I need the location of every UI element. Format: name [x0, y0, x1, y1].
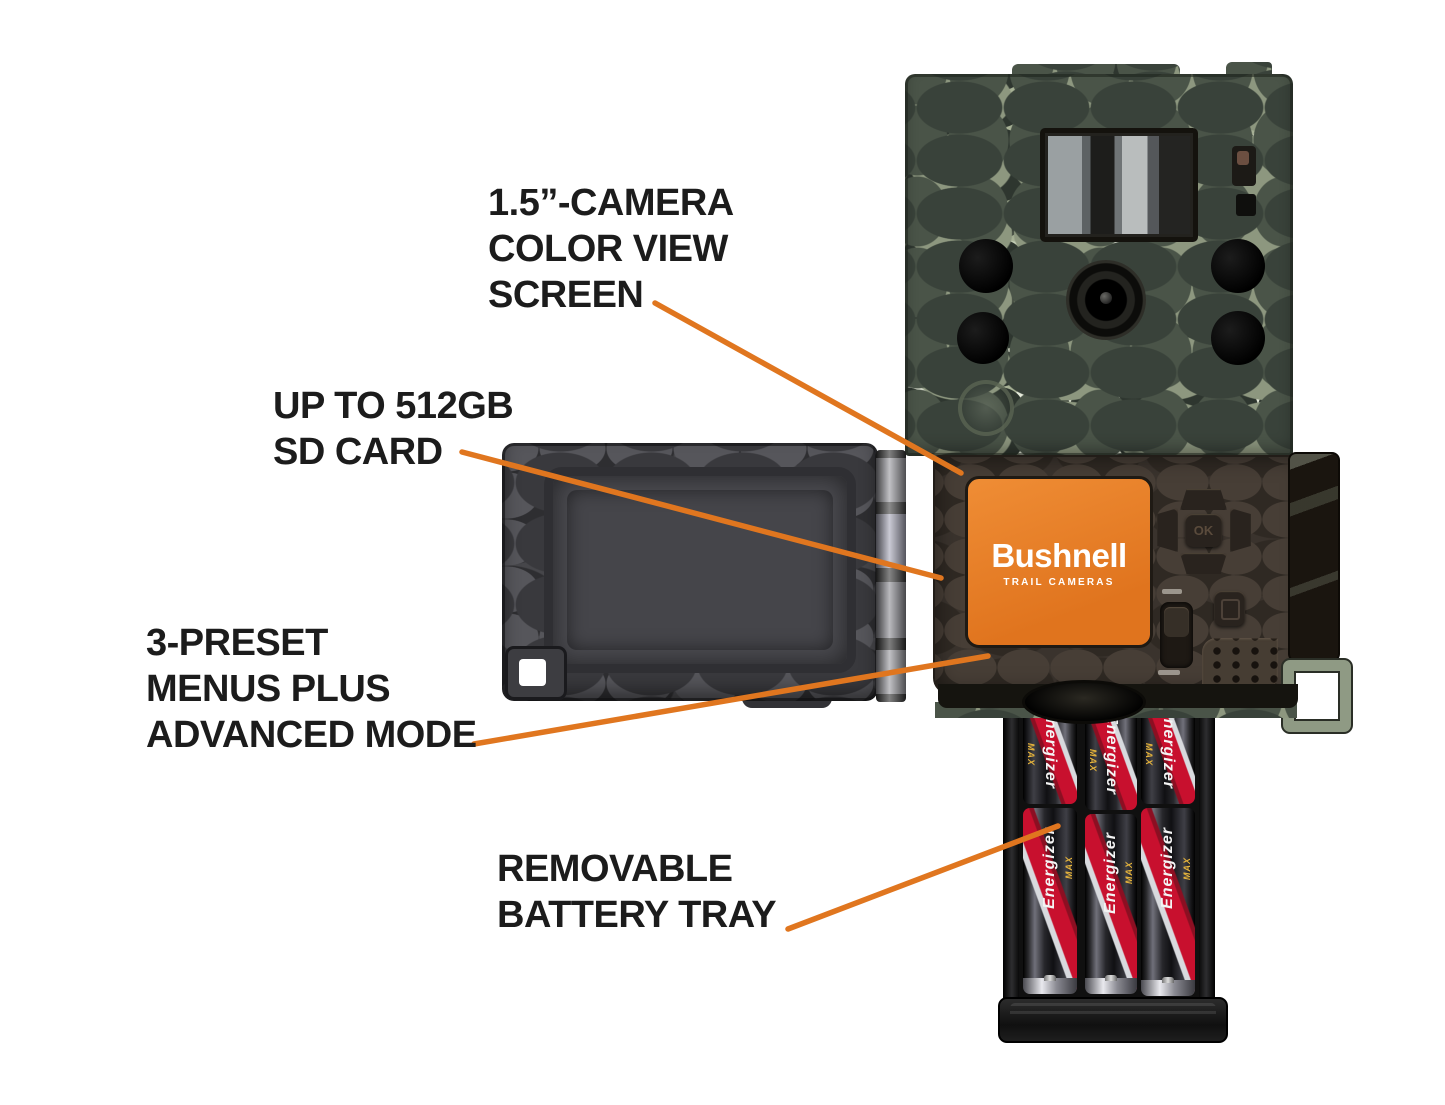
battery-brand-text: Energizer	[1103, 713, 1120, 796]
door-hinge	[876, 450, 906, 702]
light-sensor	[1232, 146, 1256, 186]
trail-cameras-wordmark: TRAIL CAMERAS	[1003, 576, 1115, 588]
battery-brand-text: Energizer	[1160, 707, 1177, 790]
power-switch	[1160, 602, 1193, 668]
battery-cap	[1023, 975, 1077, 994]
battery-brand-text: Energizer	[1102, 832, 1119, 914]
callout-line: 3-PRESET	[146, 622, 328, 664]
speaker-grille	[1202, 638, 1278, 688]
battery-tray: Energizer MAX Energizer MAX Energizer MA…	[1003, 700, 1215, 1000]
callout-line: SD CARD	[273, 431, 443, 473]
callout-screen-label: 1.5”-CAMERA COLOR VIEW SCREEN	[488, 180, 734, 318]
ir-led	[1211, 239, 1265, 293]
door-weather-seal	[544, 467, 856, 673]
power-switch-knob	[1164, 607, 1189, 637]
ok-button: OK	[1185, 514, 1222, 547]
padlock-tab	[505, 646, 567, 700]
battery-brand-text: Energizer	[1041, 826, 1058, 909]
side-latch	[1288, 452, 1340, 662]
ir-led	[959, 239, 1013, 293]
microphone-port	[958, 380, 1014, 436]
battery-swoosh	[1085, 814, 1137, 994]
pir-glass	[1048, 136, 1190, 234]
battery-max-text: MAX	[1144, 742, 1154, 766]
ir-led	[957, 312, 1009, 364]
mode-button	[1214, 591, 1245, 626]
battery-max-text: MAX	[1026, 742, 1036, 766]
battery-tray-base	[998, 997, 1228, 1043]
callout-line: COLOR VIEW	[488, 228, 728, 270]
callout-line: ADVANCED MODE	[146, 714, 477, 756]
bushnell-logo: Bushnell	[991, 536, 1127, 574]
battery-max-text: MAX	[1182, 856, 1192, 880]
switch-marking	[1162, 589, 1182, 594]
switch-marking	[1158, 670, 1180, 675]
battery-max-text: MAX	[1064, 856, 1074, 880]
pir-motion-sensor-window	[1040, 128, 1198, 242]
callout-sd-card-label: UP TO 512GB SD CARD	[273, 383, 514, 475]
callout-line: MENUS PLUS	[146, 668, 391, 710]
aa-battery: Energizer MAX	[1141, 808, 1195, 996]
callout-line: 1.5”-CAMERA	[488, 182, 734, 224]
battery-max-text: MAX	[1124, 860, 1134, 884]
aux-sensor	[1236, 194, 1256, 216]
callout-battery-tray-label: REMOVABLE BATTERY TRAY	[497, 846, 777, 938]
tray-release-knob	[1022, 680, 1146, 724]
dpad-left-button	[1157, 508, 1178, 552]
dpad-right-button	[1230, 508, 1251, 552]
battery-swoosh	[1141, 808, 1195, 996]
padlock-hole	[519, 659, 546, 686]
dpad-down-button	[1180, 553, 1227, 574]
callout-line: UP TO 512GB	[273, 385, 514, 427]
door-inner-panel	[567, 490, 833, 650]
color-view-screen: Bushnell TRAIL CAMERAS	[965, 476, 1153, 648]
callout-line: BATTERY TRAY	[497, 894, 777, 936]
camera-lens	[1066, 260, 1146, 340]
battery-brand-text: Energizer	[1159, 826, 1176, 909]
battery-cap	[1085, 975, 1137, 994]
callout-menus-label: 3-PRESET MENUS PLUS ADVANCED MODE	[146, 620, 477, 758]
battery-cap	[1141, 977, 1195, 996]
battery-max-text: MAX	[1088, 748, 1098, 772]
ir-led	[1211, 311, 1265, 365]
aa-battery: Energizer MAX	[1085, 814, 1137, 994]
dpad-up-button	[1180, 489, 1227, 510]
callout-line: REMOVABLE	[497, 848, 733, 890]
callout-line: SCREEN	[488, 274, 644, 316]
aa-battery: Energizer MAX	[1023, 808, 1077, 994]
